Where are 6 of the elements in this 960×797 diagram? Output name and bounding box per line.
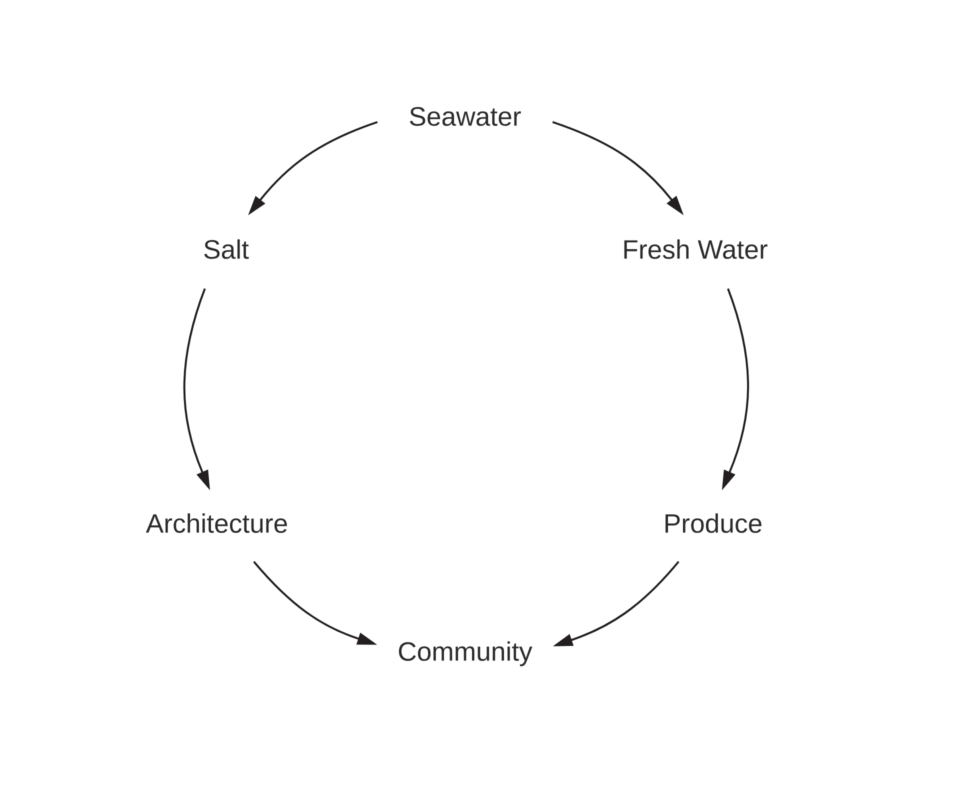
step-label: Fresh Water (624, 239, 768, 259)
step-label: Community (398, 641, 532, 666)
step-label: Produce (666, 513, 762, 533)
step-label: Seawater (410, 107, 521, 126)
step-label: Salt (204, 239, 249, 259)
step-label: Architecture (146, 513, 287, 533)
